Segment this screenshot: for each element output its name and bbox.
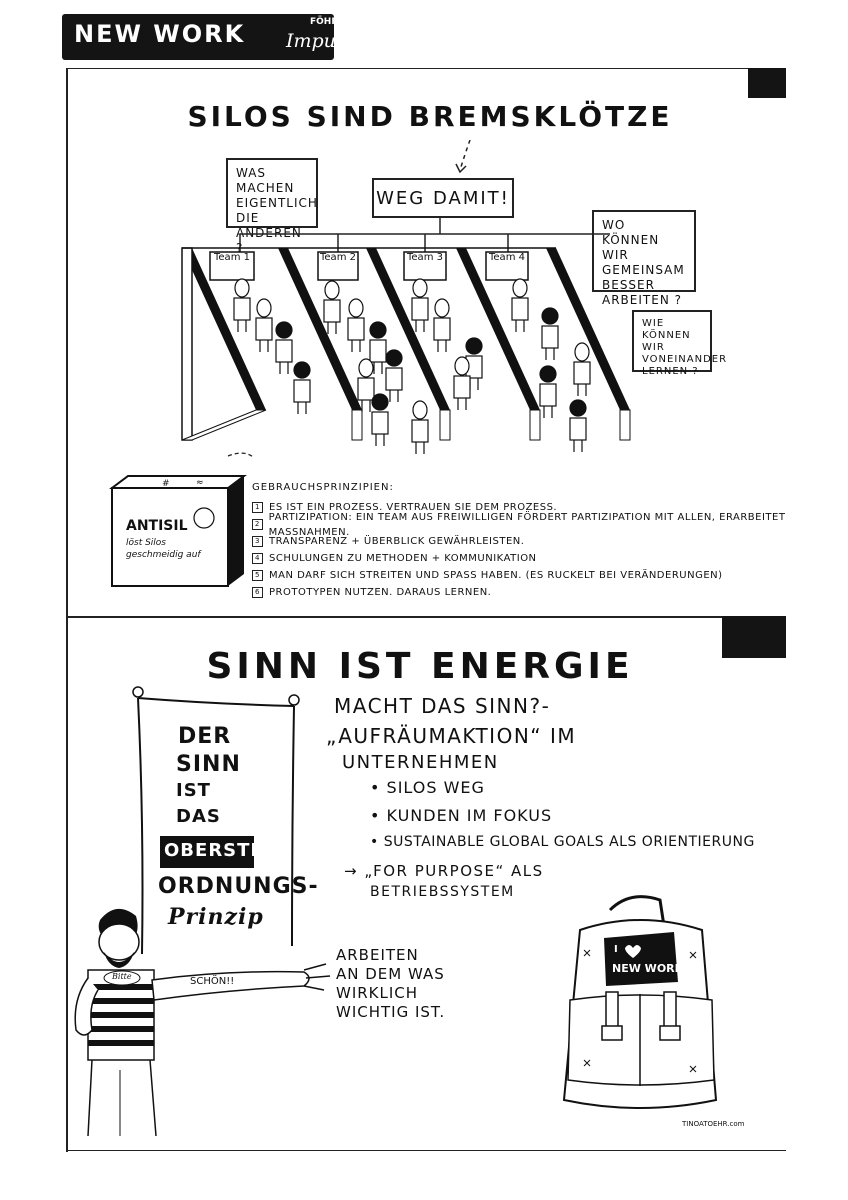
panel-tab-1 [748, 68, 786, 98]
sign-word-2: SINN [176, 752, 241, 777]
principle-item: 5 MAN DARF SICH STREITEN UND SPAß HABEN. … [252, 567, 848, 584]
sign-word-1: DER [178, 724, 232, 749]
backpack-text-i: I [614, 944, 618, 955]
bubble-right2-line-3: VONEINANDER [642, 354, 728, 365]
backpack-illustration [562, 895, 718, 1109]
arbeiten-text: ARBEITEN AN DEM WAS WIRKLICH WICHTIG IST… [336, 946, 445, 1022]
principle-item: 4 SCHULUNGEN ZU METHODEN + KOMMUNIKATION [252, 550, 848, 567]
panel1-title: SILOS SIND BREMSKLÖTZE [187, 100, 673, 133]
left-border [66, 68, 68, 1152]
bullet-item: • KUNDEN IM FOKUS [370, 806, 553, 825]
bubble-left-line-2: EIGENTLICH DIE [236, 196, 318, 225]
bubble-right1-line-3: BESSER [602, 278, 655, 292]
arbeiten-line-2: AN DEM WAS [336, 965, 445, 983]
sign-board [132, 686, 300, 955]
header-brand-small: FÖHR [310, 17, 339, 27]
tank-script: Bitte [112, 972, 132, 981]
bullet-text: SUSTAINABLE GLOBAL GOALS ALS ORIENTIERUN… [383, 834, 755, 850]
antisil-sub-2: geschmeidig auf [126, 550, 201, 560]
principle-num: 1 [252, 502, 263, 513]
arbeiten-line-1: ARBEITEN [336, 946, 419, 964]
sign-word-4: DAS [176, 806, 221, 827]
principles-list: GEBRAUCHSPRINZIPIEN: 1 ES IST EIN PROZESS… [252, 480, 848, 601]
bullet-text: SILOS WEG [386, 778, 485, 797]
svg-text:#: # [162, 479, 170, 489]
panel-divider [66, 616, 786, 618]
principles-heading: GEBRAUCHSPRINZIPIEN: [252, 482, 394, 493]
principle-num: 6 [252, 587, 263, 598]
purpose-text-2: BETRIEBSSYSTEM [370, 884, 515, 900]
principle-text: ES IST EIN PROZESS. VERTRAUEN SIE DEM PR… [269, 502, 558, 513]
speech-bubble-right-2: WIE KÖNNEN WIR VONEINANDER LERNEN ? [632, 310, 728, 377]
backpack-text-newwork: NEW WORK [612, 962, 684, 975]
action-text-1: „AUFRÄUMAKTION“ IM [326, 724, 577, 748]
header-badge: NEW WORK FÖHR Impulse [62, 14, 363, 60]
principle-text: TRANSPARENZ + ÜBERBLICK GEWÄHRLEISTEN. [269, 536, 525, 547]
action-text-2: UNTERNEHMEN [342, 752, 499, 773]
principle-item: 3 TRANSPARENZ + ÜBERBLICK GEWÄHRLEISTEN. [252, 533, 848, 550]
principle-item: 1 ES IST EIN PROZESS. VERTRAUEN SIE DEM P… [252, 499, 848, 516]
principle-num: 2 [252, 519, 263, 530]
svg-text:≈: ≈ [196, 478, 204, 488]
bubble-right1-line-1: WO KÖNNEN [602, 218, 660, 247]
team-1-label: Team 1 [214, 252, 250, 263]
bubble-right1-line-4: ARBEITEN ? [602, 293, 682, 307]
panel2-title: SINN IST ENERGIE [206, 646, 634, 687]
principle-num: 4 [252, 553, 263, 564]
speech-bubble-left: WAS MACHEN EIGENTLICH DIE ANDEREN ? [226, 158, 318, 255]
bottom-border [66, 1150, 786, 1151]
bubble-left-line-1: WAS MACHEN [236, 166, 295, 195]
sign-word-5: OBERSTE [164, 840, 264, 861]
purpose-text-1: → „FOR PURPOSE“ ALS [344, 862, 544, 880]
credit-text: TINOATOEHR.com [682, 1120, 745, 1128]
top-border-1 [66, 68, 786, 69]
antisil-box: # ≈ [109, 452, 254, 587]
principle-text: PROTOTYPEN NUTZEN. DARAUS LERNEN. [269, 587, 492, 598]
header-title: NEW WORK [74, 20, 246, 48]
panel-tab-2 [722, 616, 786, 658]
weg-damit-sign: WEG DAMIT! [372, 178, 514, 218]
silo-illustration [181, 140, 631, 454]
bullet-list: • SILOS WEG • KUNDEN IM FOKUS • SUSTAINA… [370, 778, 755, 862]
team-2-label: Team 2 [320, 252, 356, 263]
header-brand-script: Impulse [286, 30, 363, 52]
arbeiten-line-4: WICHTIG IST. [336, 1003, 446, 1021]
sign-word-3: IST [176, 780, 211, 801]
principle-text: SCHULUNGEN ZU METHODEN + KOMMUNIKATION [269, 553, 537, 564]
principle-text: PARTIZIPATION: EIN TEAM AUS FREIWILLIGEN… [268, 511, 786, 538]
bullet-item: • SUSTAINABLE GLOBAL GOALS ALS ORIENTIER… [370, 834, 755, 850]
principle-text: MAN DARF SICH STREITEN UND SPAß HABEN. (… [269, 570, 723, 581]
silo-walls [181, 247, 631, 441]
bubble-right2-line-2: WIR [642, 342, 665, 353]
team-4-label: Team 4 [489, 252, 525, 263]
bubble-right2-line-1: WIE KÖNNEN [642, 318, 691, 341]
speech-bubble-right-1: WO KÖNNEN WIR GEMEINSAM BESSER ARBEITEN … [592, 210, 696, 307]
bullet-item: • SILOS WEG [370, 778, 485, 797]
team-3-label: Team 3 [407, 252, 443, 263]
antisil-label: ANTISIL [126, 518, 188, 534]
principle-num: 3 [252, 536, 263, 547]
principle-item: 2 PARTIZIPATION: EIN TEAM AUS FREIWILLIGE… [252, 512, 848, 538]
principle-num: 5 [252, 570, 263, 581]
bubble-right2-line-4: LERNEN ? [642, 366, 699, 377]
bubble-right1-line-2: WIR GEMEINSAM [602, 248, 685, 277]
arm-text: SCHÖN!! [190, 976, 235, 987]
arbeiten-line-3: WIRKLICH [336, 984, 419, 1002]
bullet-text: KUNDEN IM FOKUS [386, 806, 553, 825]
question-text: MACHT DAS SINN?- [334, 694, 551, 718]
antisil-sub-1: löst Silos [126, 538, 166, 548]
principle-item: 6 PROTOTYPEN NUTZEN. DARAUS LERNEN. [252, 584, 848, 601]
sign-word-7: Prinzip [168, 904, 264, 930]
sailor-illustration [74, 908, 331, 1137]
sign-word-6: ORDNUNGS- [158, 874, 319, 899]
